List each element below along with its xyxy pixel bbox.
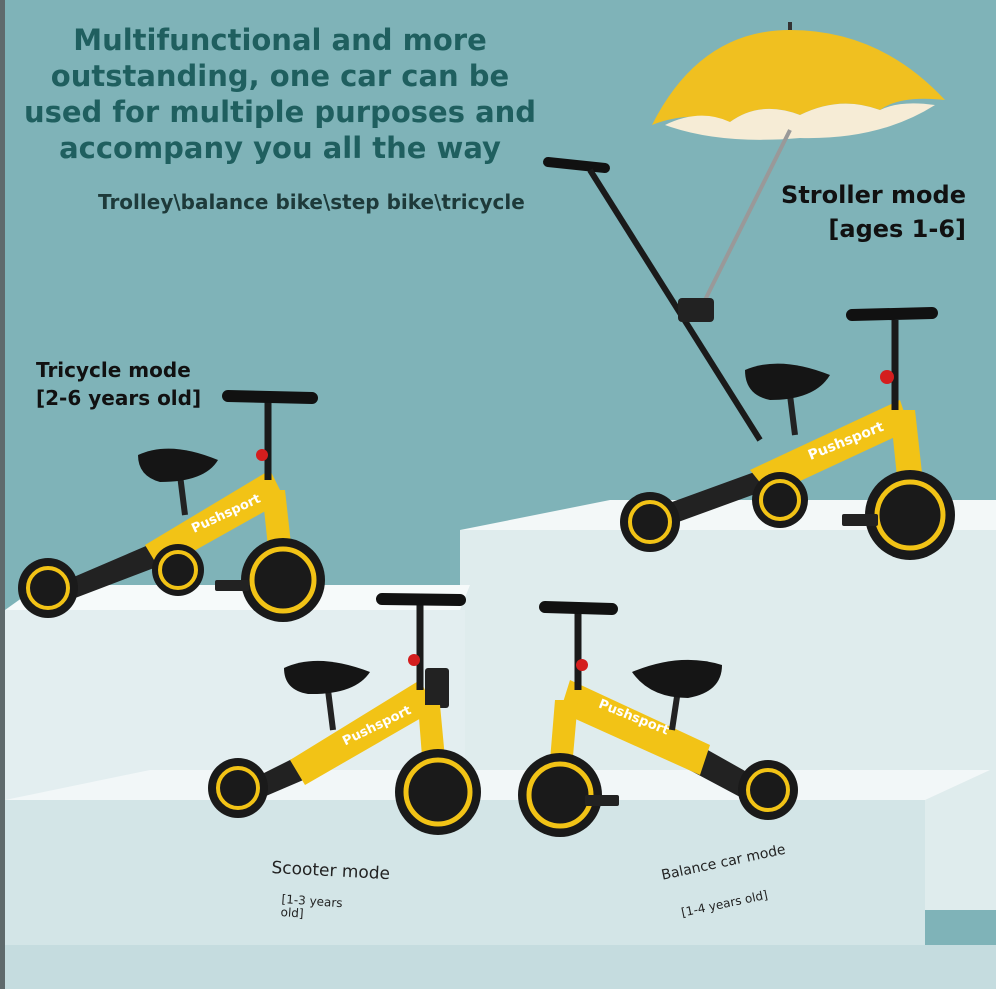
headline-line-1: Multifunctional and more [73, 23, 487, 57]
seat-post [787, 394, 798, 436]
handlebar [539, 601, 618, 615]
umbrella-canopy [652, 30, 945, 125]
headline: Multifunctional and more outstanding, on… [20, 22, 540, 166]
pedal [585, 795, 619, 806]
tricycle-mode-title: Tricycle mode [36, 358, 191, 382]
wheel-rim [628, 500, 672, 544]
bell [256, 449, 268, 461]
stroller-mode-caption: Stroller mode [ages 1-6] [781, 178, 966, 246]
wheel-rim [746, 768, 790, 812]
seat-post [177, 474, 188, 516]
wheel-rim [403, 757, 473, 827]
headline-line-4: accompany you all the way [59, 131, 501, 165]
bell [880, 370, 894, 384]
umbrella-lining [665, 103, 935, 140]
scooter-bike: Pushsport [208, 593, 481, 835]
headline-line-3: used for multiple purposes and [23, 95, 537, 129]
handlebar [376, 593, 466, 606]
main-frame [750, 400, 910, 495]
rear-axle-frame [55, 540, 175, 600]
umbrella [652, 22, 945, 301]
stroller-mode-title: Stroller mode [781, 181, 966, 209]
umbrella-pole [703, 129, 792, 301]
handlebar [846, 307, 938, 321]
podium-left-top [5, 585, 470, 610]
handlebar [222, 390, 318, 404]
wheel-rim [216, 766, 260, 810]
stroller-mode-ages: [ages 1-6] [828, 215, 966, 243]
tricycle-bike: Pushsport [18, 390, 325, 622]
seat [632, 659, 722, 698]
main-frame [560, 680, 710, 775]
main-frame [290, 680, 435, 785]
seat-post [325, 689, 336, 731]
wheel-rim [26, 566, 70, 610]
tricycle-mode-ages: [2-6 years old] [36, 386, 202, 410]
push-handle [543, 157, 610, 173]
push-bar [587, 168, 763, 442]
headline-line-2: outstanding, one car can be [50, 59, 510, 93]
podium-front-top [5, 770, 990, 800]
pedal [842, 514, 878, 526]
bell [576, 659, 588, 671]
floor [5, 945, 996, 989]
wheel-rim [158, 550, 198, 590]
mode-list-subheading: Trolley\balance bike\step bike\tricycle [98, 190, 525, 214]
umbrella-clamp [678, 298, 714, 322]
bell [408, 654, 420, 666]
balance-bike: Pushsport [518, 601, 798, 837]
seat [284, 660, 370, 695]
stroller-bike: Pushsport [543, 157, 955, 560]
tricycle-mode-caption: Tricycle mode [2-6 years old] [36, 356, 201, 412]
seat [138, 448, 218, 482]
left-edge-strip [0, 0, 5, 989]
pedal [215, 580, 249, 591]
wheel-rim [759, 479, 801, 521]
seat [745, 363, 830, 400]
wheel-rim [249, 546, 317, 614]
rear-axle-frame [650, 470, 780, 525]
folded-pedal [425, 668, 449, 708]
